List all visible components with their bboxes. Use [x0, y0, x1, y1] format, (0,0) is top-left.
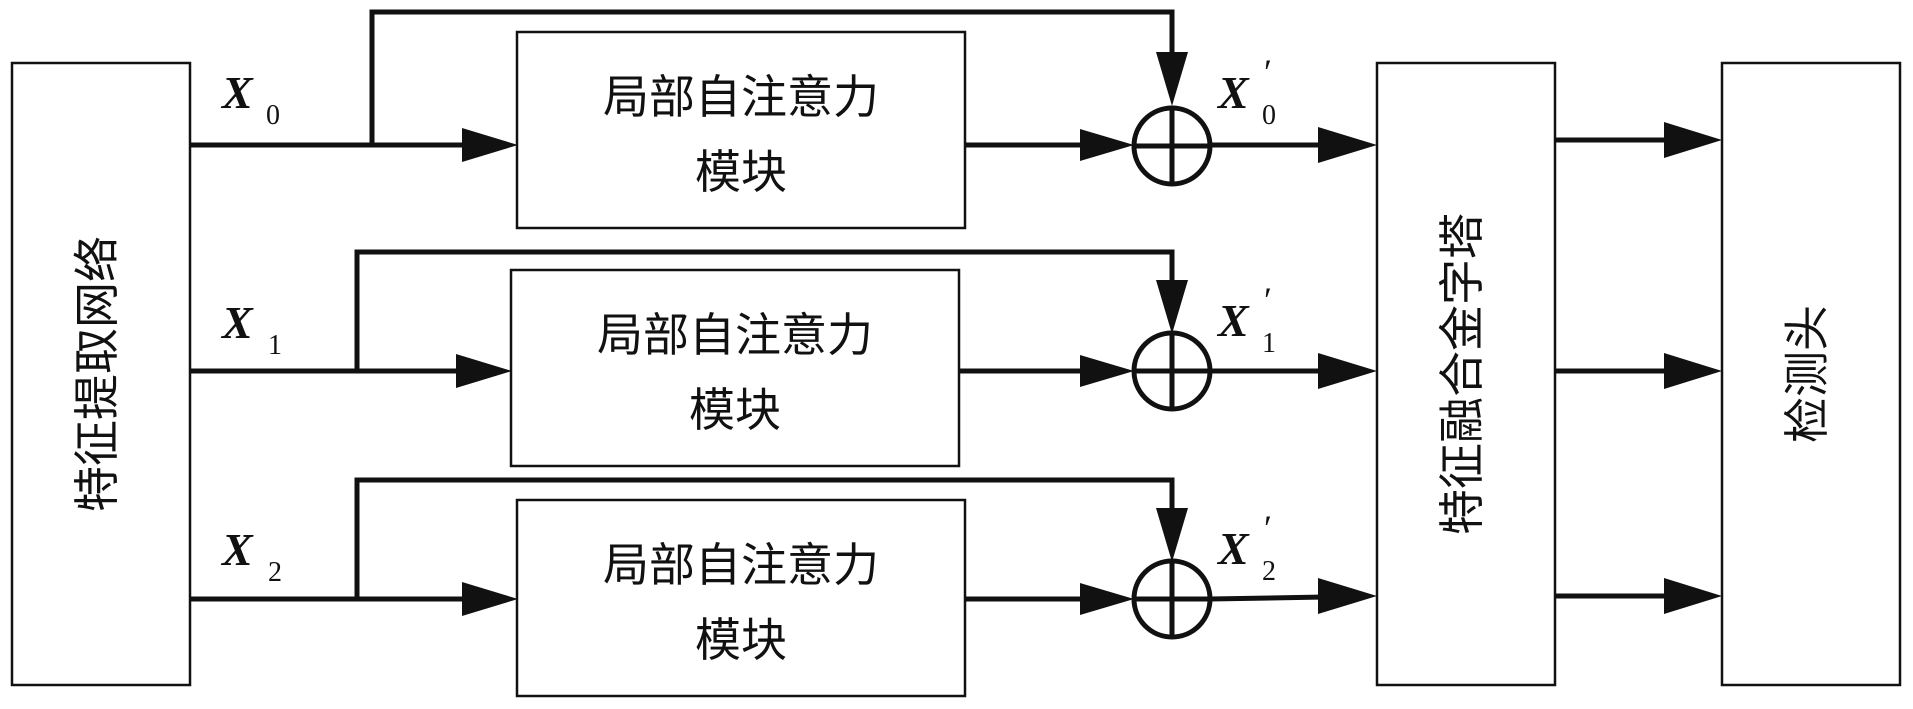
fused-output-arrow-1 — [1318, 353, 1377, 389]
module-output-arrow-1 — [1080, 355, 1134, 387]
detection-head-label: 检测头 — [1780, 305, 1834, 443]
feature-fusion-pyramid-box — [1375, 61, 1557, 687]
input-sub-label-1: 1 — [268, 330, 282, 361]
fpn-to-head-arrow-1 — [1664, 353, 1722, 389]
output-var-label-2: X — [1216, 523, 1250, 574]
input-arrow-2 — [462, 582, 518, 616]
output-sub-label-1: 1 — [1262, 328, 1276, 359]
module-output-arrow-2 — [1080, 583, 1134, 615]
branch-0: 局部自注意力 模块 X 0 X ′ 0 — [190, 9, 1722, 230]
add-icon-cross-2 — [1134, 561, 1210, 637]
skip-arrow-0 — [1156, 52, 1188, 106]
attention-module-label-1-line2: 模块 — [689, 383, 781, 437]
branch-2: 局部自注意力 模块 X 2 X ′ 2 — [190, 477, 1722, 698]
input-arrow-1 — [456, 354, 512, 388]
feature-extraction-network-label: 特征提取网络 — [70, 236, 124, 512]
output-sub-label-0: 0 — [1262, 100, 1276, 131]
output-prime-label-1: ′ — [1264, 280, 1272, 320]
fpn-to-head-arrow-0 — [1664, 122, 1722, 158]
attention-module-box-1 — [509, 268, 961, 468]
input-var-label-0: X — [220, 67, 254, 118]
output-var-label-0: X — [1216, 67, 1250, 118]
input-sub-label-2: 2 — [268, 557, 282, 588]
detection-head-box — [1720, 61, 1902, 687]
attention-module-label-0-line2: 模块 — [695, 145, 787, 199]
attention-module-label-0-line1: 局部自注意力 — [603, 70, 879, 124]
attention-module-box-0 — [515, 30, 967, 230]
fused-output-arrow-2 — [1318, 578, 1377, 614]
feature-fusion-pyramid-label: 特征融合金字塔 — [1435, 213, 1489, 535]
fused-output-line-2 — [1209, 594, 1326, 602]
output-prime-label-0: ′ — [1264, 52, 1272, 92]
attention-module-box-2 — [515, 498, 967, 698]
add-icon-cross-0 — [1134, 108, 1210, 184]
skip-connection-0 — [369, 9, 1175, 145]
add-icon-cross-1 — [1134, 333, 1210, 409]
attention-module-label-2-line1: 局部自注意力 — [603, 538, 879, 592]
skip-connection-2 — [354, 477, 1175, 599]
skip-arrow-1 — [1156, 280, 1188, 334]
output-var-label-1: X — [1216, 295, 1250, 346]
attention-module-label-2-line2: 模块 — [695, 613, 787, 667]
input-arrow-0 — [462, 128, 518, 162]
fpn-to-head-arrow-2 — [1664, 578, 1722, 614]
skip-connection-1 — [354, 249, 1175, 371]
module-output-arrow-0 — [1080, 129, 1134, 161]
output-sub-label-2: 2 — [1262, 556, 1276, 587]
attention-module-label-1-line1: 局部自注意力 — [597, 308, 873, 362]
input-var-label-2: X — [220, 524, 254, 575]
input-sub-label-0: 0 — [266, 100, 280, 131]
output-prime-label-2: ′ — [1264, 508, 1272, 548]
input-var-label-1: X — [220, 297, 254, 348]
skip-arrow-2 — [1156, 508, 1188, 562]
branch-1: 局部自注意力 模块 X 1 X ′ 1 — [190, 249, 1722, 468]
fused-output-arrow-0 — [1318, 127, 1377, 163]
feature-extraction-network-box — [10, 61, 192, 687]
